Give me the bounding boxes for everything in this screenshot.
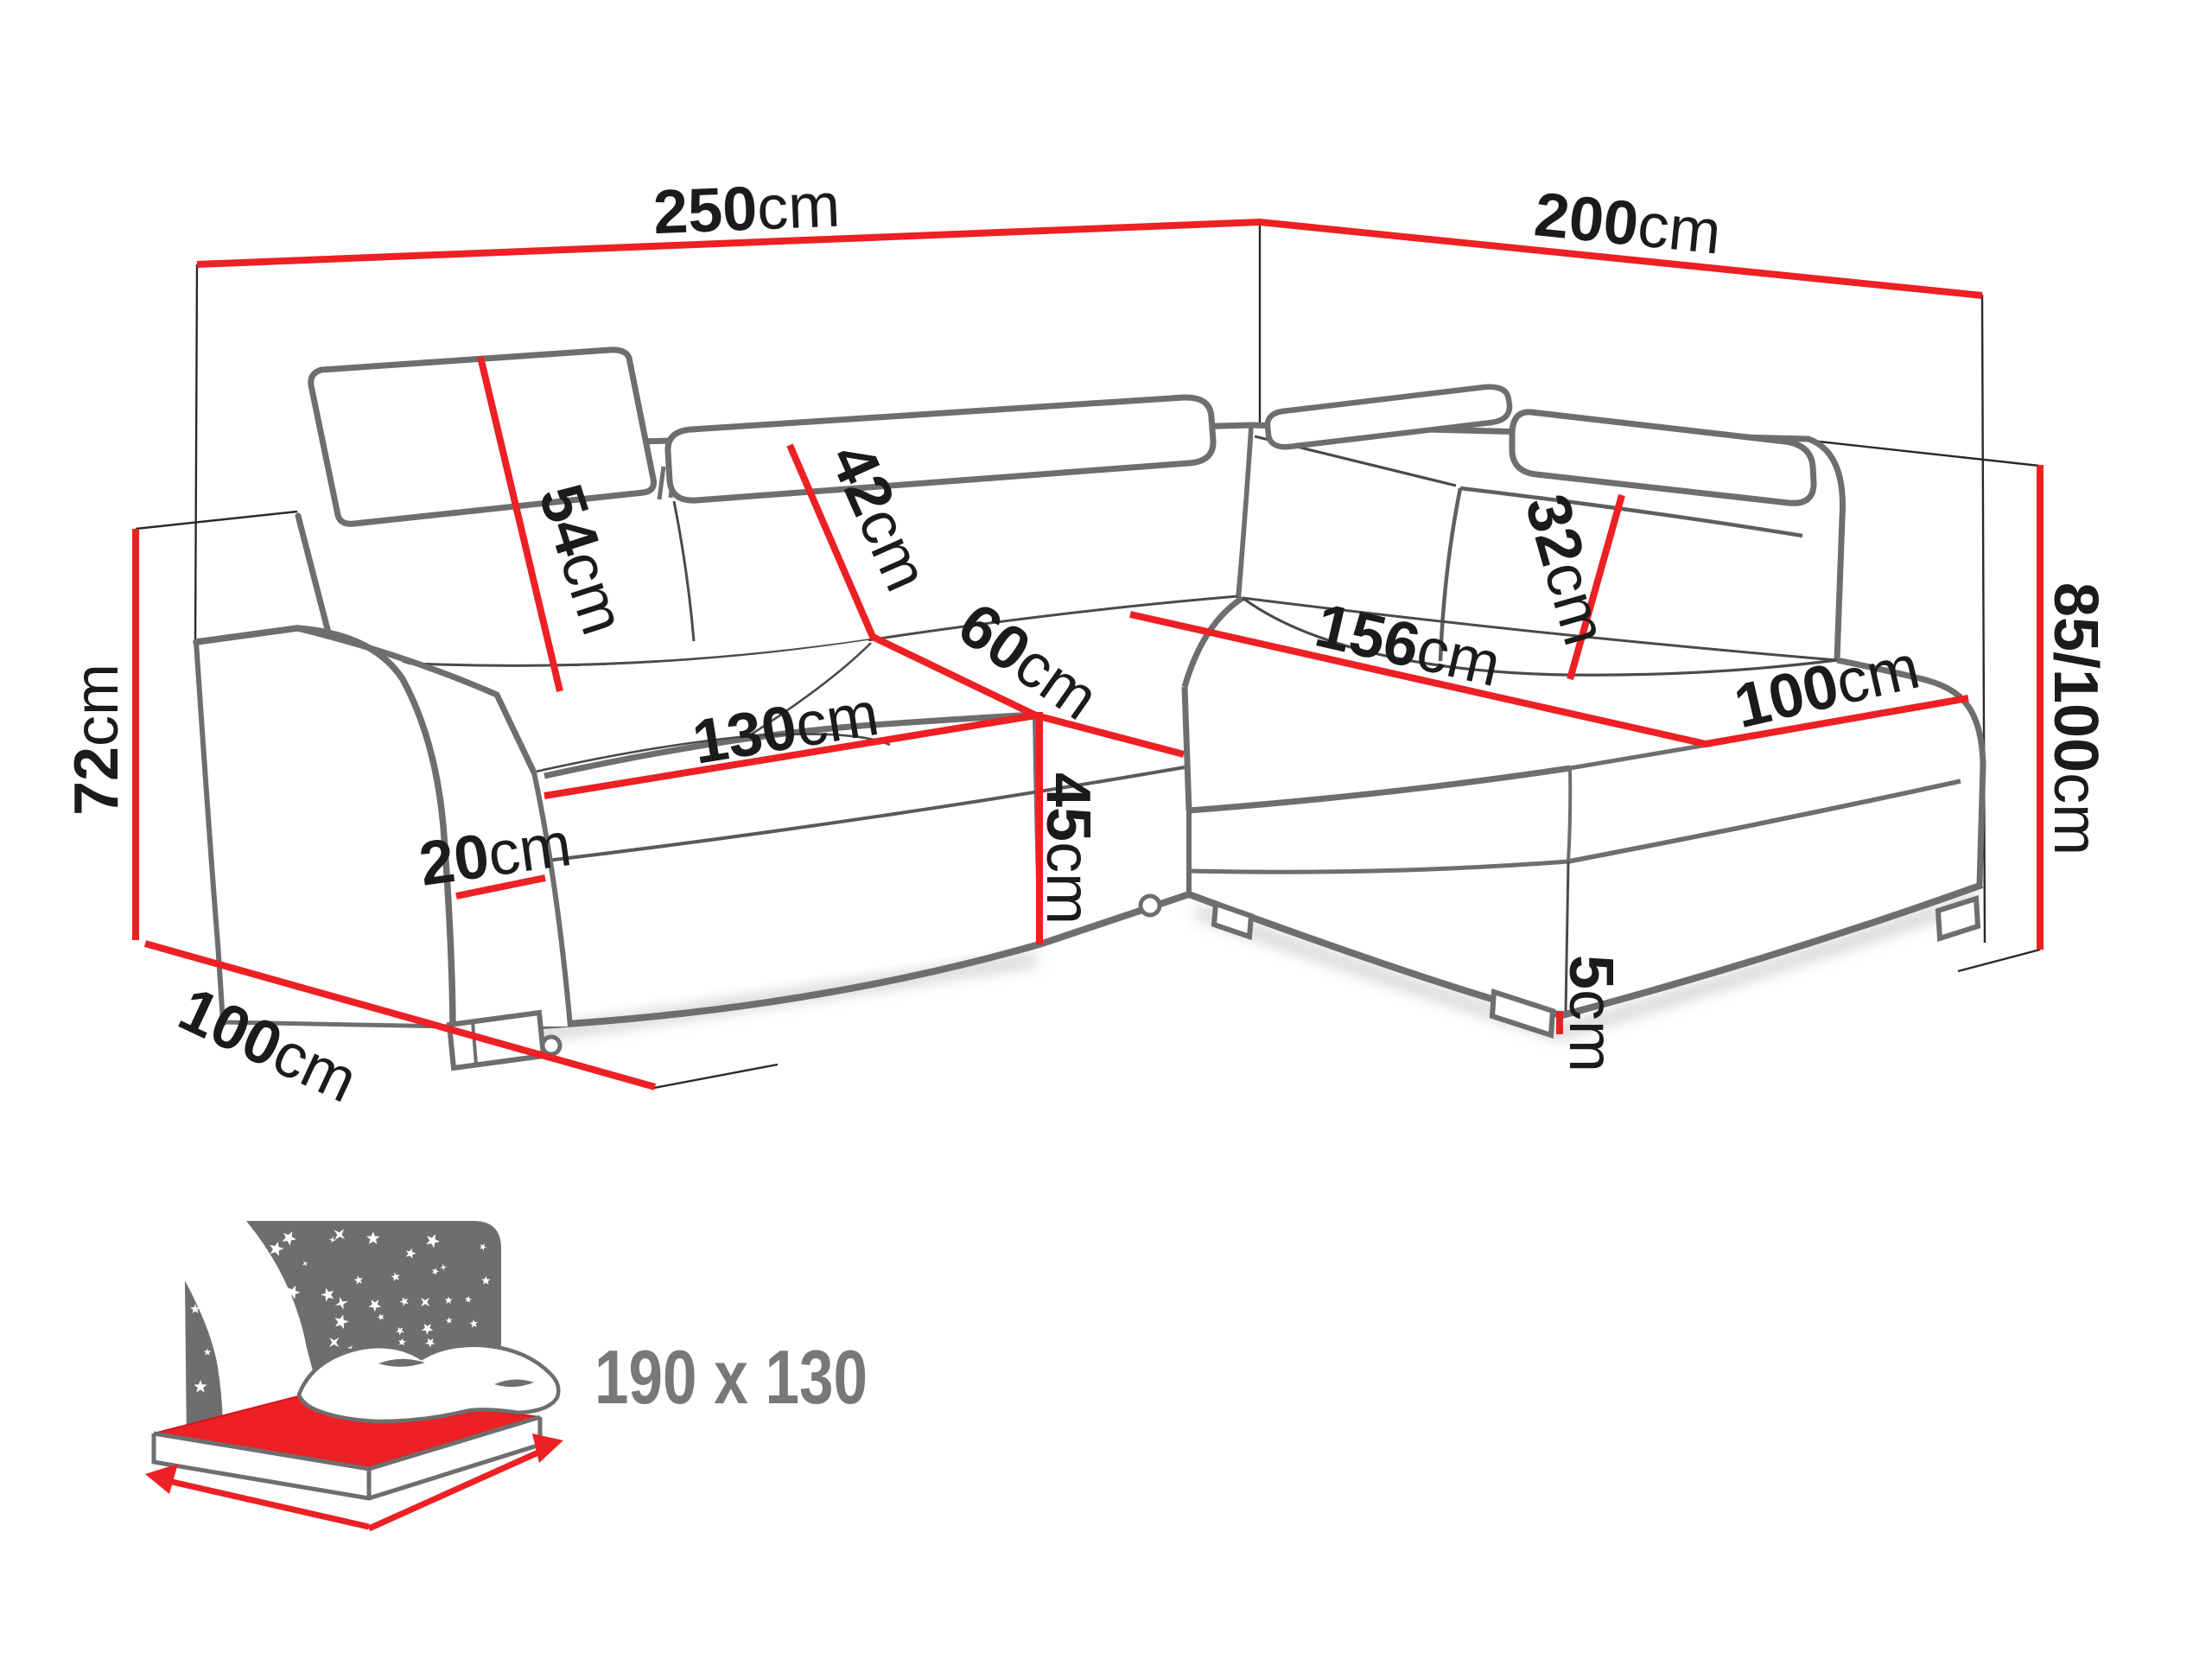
svg-text:5cm: 5cm (1556, 955, 1625, 1072)
svg-text:45cm: 45cm (1033, 772, 1103, 925)
svg-text:85/100cm: 85/100cm (2041, 582, 2110, 855)
svg-text:190 x 130: 190 x 130 (594, 1334, 868, 1420)
svg-text:200cm: 200cm (1531, 180, 1724, 267)
svg-text:130cm: 130cm (688, 679, 883, 778)
svg-text:72cm: 72cm (62, 664, 131, 816)
svg-text:250cm: 250cm (652, 171, 841, 248)
svg-text:20cm: 20cm (416, 810, 575, 899)
